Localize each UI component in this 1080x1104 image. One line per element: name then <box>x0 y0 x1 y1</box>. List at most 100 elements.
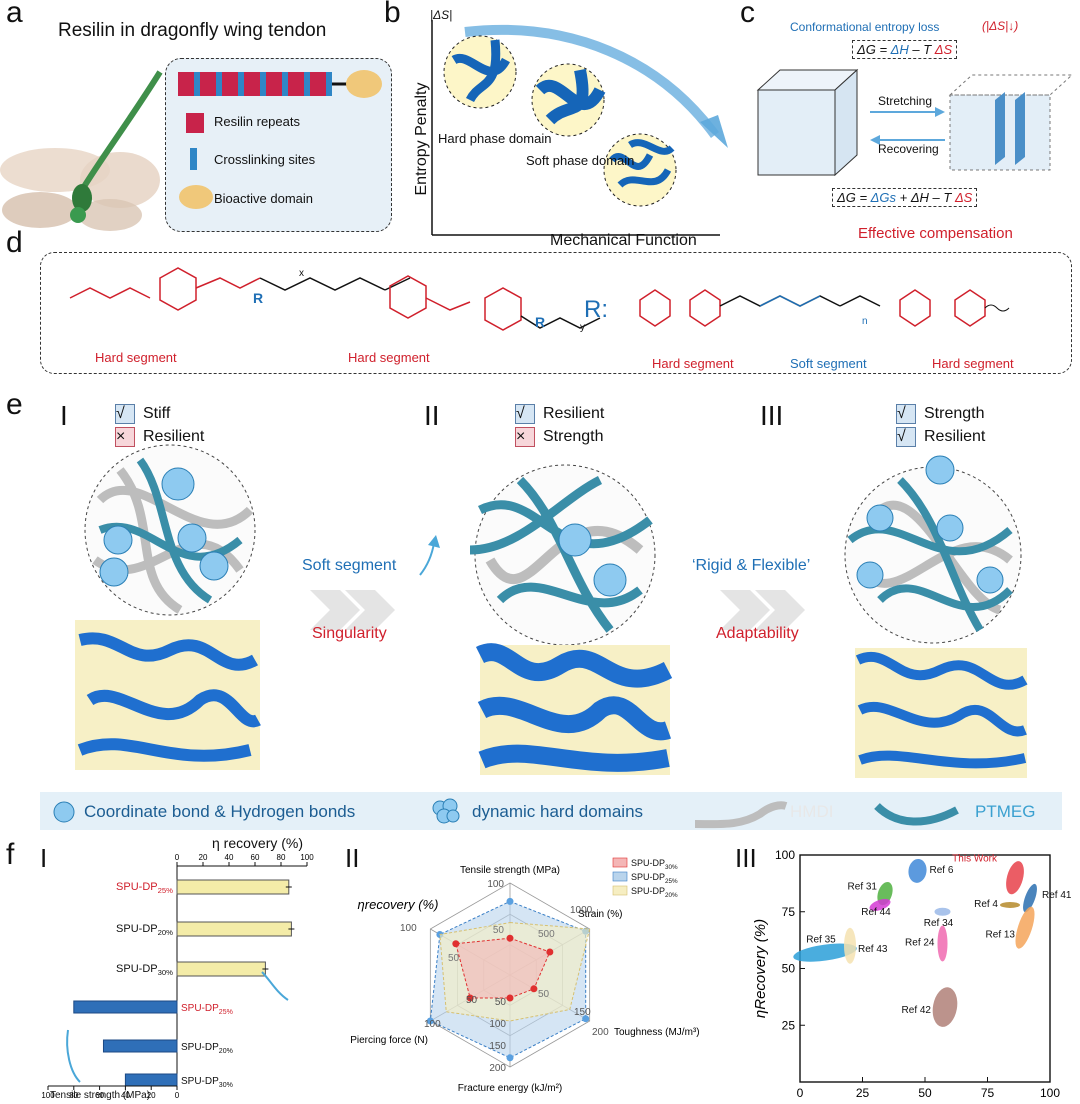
radar-tick: 100 <box>424 1019 441 1030</box>
entropy-y-label: Entropy Penalty <box>413 82 430 196</box>
panel-f3-roman: III <box>735 843 757 873</box>
chevron-arrow-icons <box>310 535 805 630</box>
panel-label-f: f <box>6 838 15 871</box>
radar-point <box>506 934 514 942</box>
subscript-n: n <box>862 316 868 327</box>
state3-check-strength: √Strength <box>896 404 985 424</box>
panel-f2-roman: II <box>345 843 360 873</box>
chemical-structure-box <box>40 252 1072 374</box>
radar-tick: 150 <box>574 1007 591 1018</box>
check-icon: √ <box>115 404 135 424</box>
hard-segment-label-4: Hard segment <box>932 356 1014 371</box>
hard-segment-label-1: Hard segment <box>95 350 177 365</box>
curved-arrow-icon <box>66 1029 81 1083</box>
y-tick-label: 100 <box>775 848 795 862</box>
scatter-point-ellipse <box>937 925 948 962</box>
hard-segment-label-3: Hard segment <box>652 356 734 371</box>
scatter-point-ellipse <box>1023 883 1037 913</box>
bar-category-label: SPU-DP25% <box>631 872 678 885</box>
tensile-bar <box>73 1000 178 1014</box>
state-roman-1: I <box>60 400 68 431</box>
panel-label-d: d <box>6 226 23 259</box>
radar-point <box>466 994 474 1002</box>
scatter-point-label: Ref 35 <box>806 935 836 946</box>
x-tick-label: 75 <box>981 1086 995 1100</box>
state2-check-resilient: √Resilient <box>515 404 605 424</box>
check-icon: √ <box>896 404 916 424</box>
recovery-tick-label: 20 <box>199 853 208 862</box>
radar-axis-label: Tensile strength (MPa) <box>460 865 560 876</box>
recovering-label: Recovering <box>878 142 939 156</box>
y-tick-label: 50 <box>782 962 796 976</box>
radar-point <box>506 1054 514 1062</box>
arrow1-label-bottom: Singularity <box>312 625 387 642</box>
hard-segment-label-2: Hard segment <box>348 350 430 365</box>
panel-label-e: e <box>6 388 23 421</box>
bar-category-label: SPU-DP25% <box>181 1003 233 1016</box>
legend-ptmeg: PTMEG <box>975 802 1036 821</box>
radar-legend-swatch <box>612 871 628 882</box>
soft-segment-label: Soft segment <box>790 356 867 371</box>
equation-2: ΔG = ΔGs + ΔH – T ΔS <box>832 188 978 207</box>
phase-domain-circles <box>443 35 677 207</box>
scatter-chart-f3: 0255075100255075100Tensile strength (MPa… <box>752 848 1072 1104</box>
bar-category-label: SPU-DP20% <box>116 923 173 937</box>
ptmeg-chain-icon <box>874 803 959 826</box>
radar-tick: 500 <box>538 929 555 940</box>
radar-tick: 200 <box>489 1063 506 1074</box>
bar-category-label: SPU-DP30% <box>181 1076 233 1089</box>
bar-category-label: SPU-DP30% <box>116 963 173 977</box>
bar-category-label: SPU-DP20% <box>181 1042 233 1055</box>
scatter-point-label: Ref 24 <box>905 938 935 949</box>
state-roman-3: III <box>760 400 784 431</box>
legend-bioactive-domain: Bioactive domain <box>214 191 313 206</box>
scatter-point-ellipse <box>1015 906 1035 949</box>
radar-tick: 50 <box>495 997 507 1008</box>
recovery-bar <box>176 961 266 977</box>
recovery-bar <box>176 921 292 937</box>
bar-chart-f1: 0 20 40 60 80 100 SPU-DP25% SPU-DP20% SPU-DP30% S… <box>41 853 314 1100</box>
radar-tick: 150 <box>489 1041 506 1052</box>
radar-tick: 50 <box>448 953 460 964</box>
scatter-point-ellipse <box>934 907 951 916</box>
state3-check-resilient: √Resilient <box>896 427 986 447</box>
radar-tick: 50 <box>538 989 550 1000</box>
check-icon: √ <box>515 404 535 424</box>
radar-tick: 50 <box>493 925 505 936</box>
scatter-point-ellipse <box>1000 901 1020 908</box>
recovery-tick-label: 80 <box>277 853 286 862</box>
x-tick-label: 100 <box>1040 1086 1060 1100</box>
resilin-repeat-icon <box>186 113 204 133</box>
scatter-point-label: This Work <box>952 854 998 865</box>
legend-coordinate-bond: Coordinate bond & Hydrogen bonds <box>84 802 356 821</box>
entropy-symbol: |ΔS| <box>430 8 453 22</box>
radar-legend-swatch <box>612 885 628 896</box>
scatter-point-label: Ref 44 <box>861 907 891 918</box>
state2-cross-strength: ×Strength <box>515 427 604 447</box>
radar-point <box>582 1015 590 1023</box>
tensile-tick-label: 60 <box>95 1091 104 1100</box>
arrow1-label-top: Soft segment <box>302 557 397 574</box>
bar-category-label: SPU-DP20% <box>631 886 678 899</box>
radar-point <box>546 948 554 956</box>
cross-icon: × <box>515 427 535 447</box>
panel-label-c: c <box>740 0 755 29</box>
tensile-tick-label: 0 <box>175 1091 180 1100</box>
radar-point <box>506 994 514 1002</box>
scatter-point-ellipse <box>1006 861 1024 895</box>
equation-1: ΔG = ΔH – T ΔS <box>852 40 958 59</box>
panel-f1-roman: I <box>40 843 48 873</box>
radar-point <box>506 897 514 905</box>
entropy-loss-note: Conformational entropy loss <box>790 20 940 34</box>
state1-check-stiff: √Stiff <box>115 404 171 424</box>
r-group-inline-2: R <box>535 314 546 330</box>
recovery-tick-label: 60 <box>251 853 260 862</box>
recovery-tick-label: 40 <box>225 853 234 862</box>
scatter-point-label: Ref 6 <box>930 865 954 876</box>
tensile-tick-label: 100 <box>41 1091 55 1100</box>
arrow2-label-bottom: Adaptability <box>716 625 799 642</box>
panel-label-b: b <box>384 0 401 29</box>
hmdi-chain-icon <box>694 801 788 829</box>
network-state-1 <box>75 444 261 770</box>
scatter-point-label: Ref 31 <box>848 882 878 893</box>
